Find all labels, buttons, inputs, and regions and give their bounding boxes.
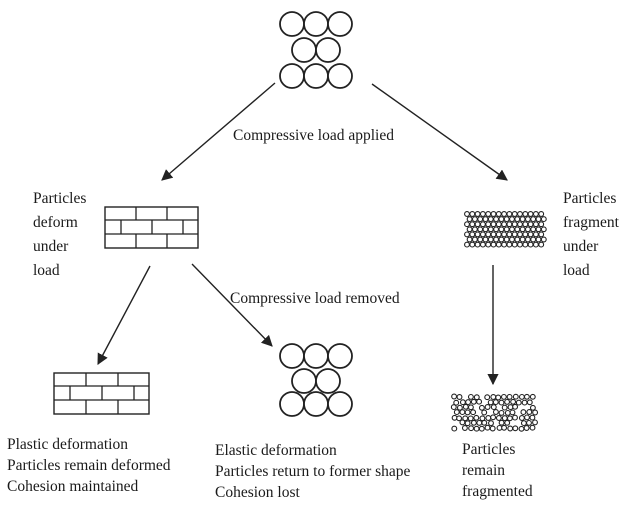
load-removed-label: Compressive load removed <box>230 290 400 307</box>
fragmented-outcome-text: Particles remain fragmented <box>462 441 533 500</box>
plastic-outcome-text: Plastic deformation Particles remain def… <box>7 436 174 495</box>
arrow-to-fragment <box>371 83 508 181</box>
initial-particles-icon <box>279 11 353 89</box>
elastic-recovered-particles-icon <box>279 343 353 417</box>
deformed-particles-icon <box>104 206 199 249</box>
fragmented-particles-icon <box>464 211 547 248</box>
arrow-to-elastic <box>191 263 273 347</box>
arrow-to-plastic <box>97 265 151 365</box>
deform-label: Particles deform under load <box>33 190 90 279</box>
elastic-outcome-text: Elastic deformation Particles return to … <box>215 442 414 501</box>
remaining-fragmented-particles-icon <box>450 393 539 432</box>
plastic-deformed-particles-icon <box>53 372 150 415</box>
fragment-label: Particles fragment under load <box>563 190 623 279</box>
arrow-to-deform <box>161 82 276 181</box>
load-applied-label: Compressive load applied <box>233 127 394 144</box>
